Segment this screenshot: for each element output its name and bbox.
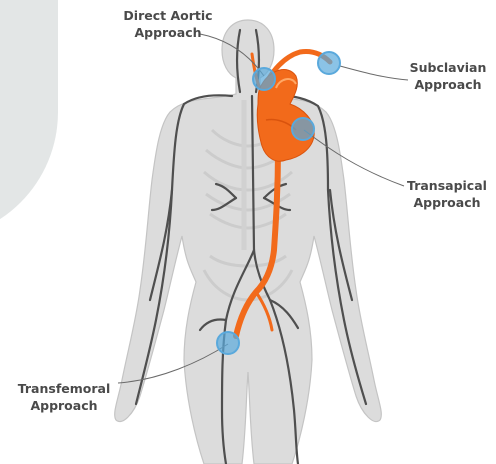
transfemoral-label-line2: Approach bbox=[4, 397, 124, 414]
direct-aortic-label-line1: Direct Aortic bbox=[108, 7, 228, 24]
transapical-label-line1: Transapical bbox=[398, 177, 496, 194]
transfemoral-label-line1: Transfemoral bbox=[4, 380, 124, 397]
subclavian-label-line2: Approach bbox=[400, 76, 496, 93]
transapical-label: Transapical Approach bbox=[398, 177, 496, 211]
transfemoral-marker bbox=[217, 332, 239, 354]
subclavian-label: Subclavian Approach bbox=[400, 59, 496, 93]
body-silhouette bbox=[115, 20, 382, 464]
transfemoral-label: Transfemoral Approach bbox=[4, 380, 124, 414]
direct-aortic-label-line2: Approach bbox=[108, 24, 228, 41]
transapical-marker bbox=[292, 118, 314, 140]
direct-aortic-label: Direct Aortic Approach bbox=[108, 7, 228, 41]
transapical-label-line2: Approach bbox=[398, 194, 496, 211]
subclavian-label-line1: Subclavian bbox=[400, 59, 496, 76]
direct-aortic-marker bbox=[253, 68, 275, 90]
subclavian-marker bbox=[318, 52, 340, 74]
